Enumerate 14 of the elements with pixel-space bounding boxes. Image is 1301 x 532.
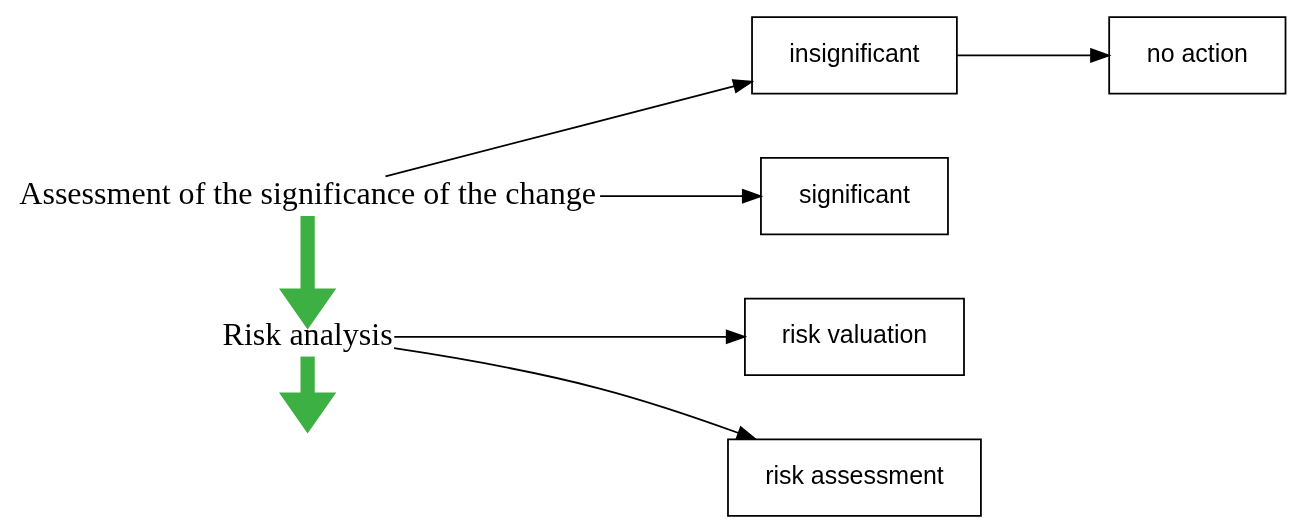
node-text: Assessment of the significance of the change: [19, 174, 596, 211]
node-box: insignificant: [751, 15, 958, 95]
arrow: [278, 356, 337, 433]
node-box: risk assessment: [727, 437, 982, 517]
node-box: significant: [760, 156, 949, 235]
arrow: [393, 346, 758, 440]
node-text: Risk analysis: [222, 315, 393, 352]
arrow: [384, 78, 755, 177]
node-box: no action: [1108, 15, 1287, 95]
arrow: [393, 328, 748, 344]
arrow: [956, 47, 1112, 63]
arrow: [599, 188, 764, 204]
arrow: [278, 215, 337, 329]
node-box: risk valuation: [744, 297, 965, 376]
